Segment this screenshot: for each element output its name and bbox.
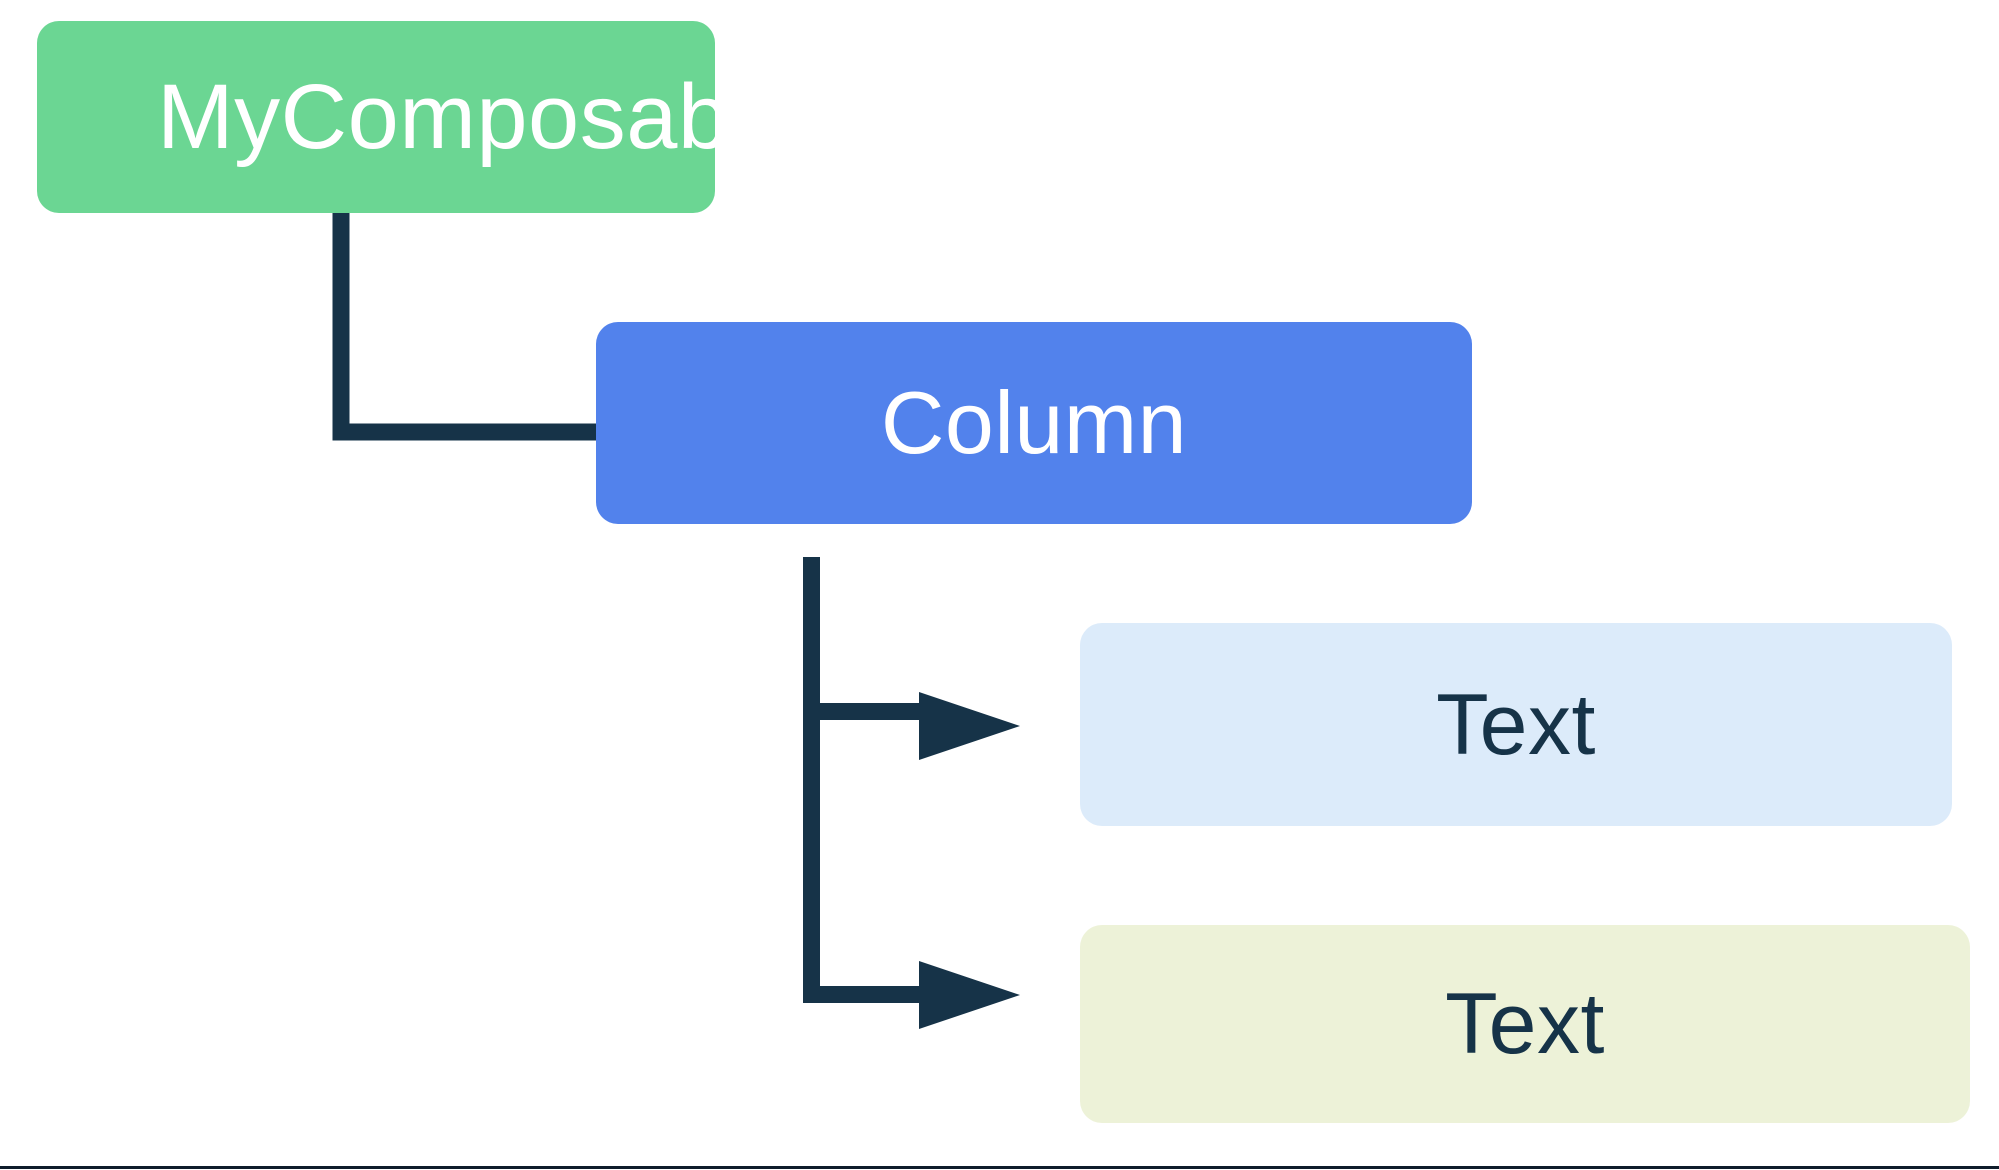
node-text-1-label: Text: [1436, 676, 1596, 773]
node-text-2[interactable]: Text: [1080, 925, 1970, 1123]
node-column-label: Column: [880, 373, 1188, 472]
node-text-1[interactable]: Text: [1080, 623, 1952, 826]
node-mycomposable[interactable]: MyComposable: [37, 21, 802, 213]
arrowhead-text-1: [919, 692, 1020, 760]
arrowhead-text-2: [919, 961, 1020, 1029]
bottom-divider: [0, 1166, 1999, 1169]
node-text-2-label: Text: [1445, 976, 1605, 1072]
node-mycomposable-label: MyComposable: [157, 66, 803, 168]
node-column[interactable]: Column: [596, 322, 1472, 524]
